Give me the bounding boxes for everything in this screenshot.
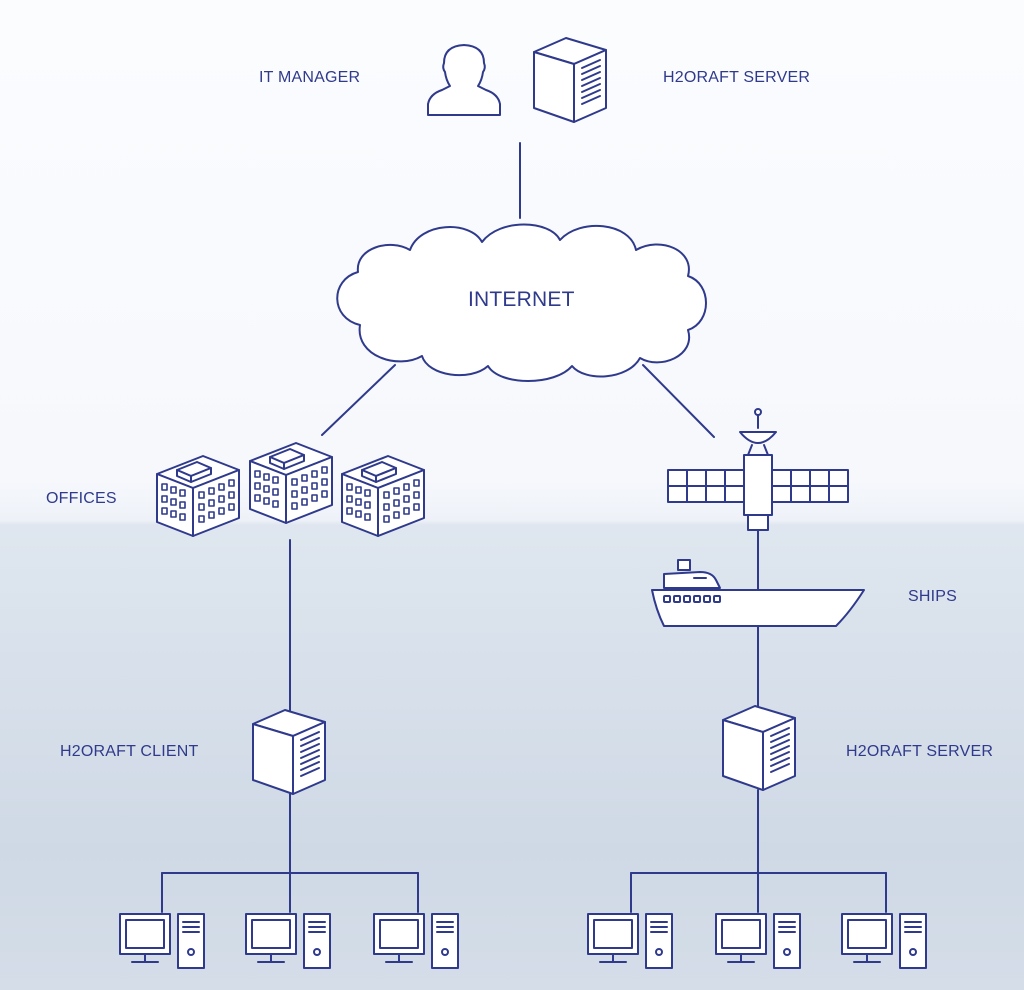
server-ship-label: H2ORAFT SERVER [846, 743, 994, 760]
cloud-icon [336, 223, 707, 382]
server-icon [722, 705, 796, 791]
workstation-icon [119, 913, 927, 969]
ships-label: SHIPS [908, 588, 958, 605]
client-label: H2ORAFT CLIENT [60, 743, 199, 760]
it-manager-label: IT MANAGER [259, 69, 361, 86]
server-top-label: H2ORAFT SERVER [663, 69, 811, 86]
offices-label: OFFICES [46, 490, 117, 507]
internet-label: INTERNET [468, 288, 575, 311]
ship-icon [651, 559, 865, 627]
office-building-icon [156, 442, 425, 537]
server-icon [252, 709, 326, 795]
satellite-icon [667, 408, 849, 531]
person-icon [427, 44, 501, 116]
server-icon [533, 37, 607, 123]
